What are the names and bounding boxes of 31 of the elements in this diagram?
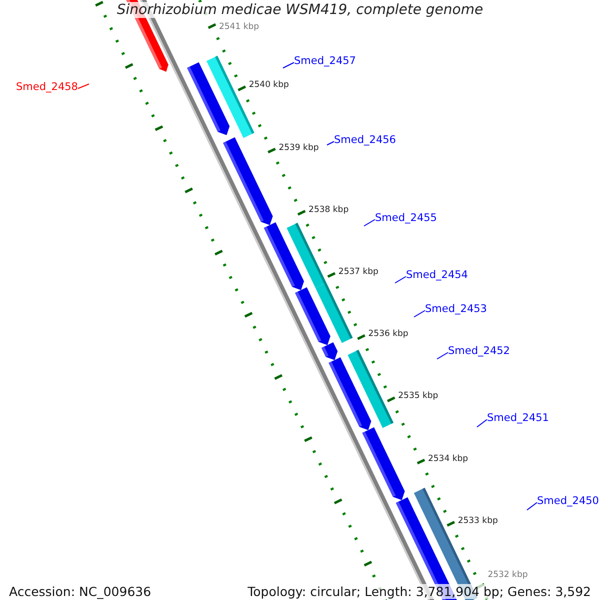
leader-line bbox=[526, 502, 538, 510]
scale-label: 2533 kbp bbox=[458, 516, 498, 526]
gene-label: Smed_2451 bbox=[487, 412, 549, 425]
leader-line bbox=[436, 352, 448, 360]
leader-line bbox=[476, 419, 488, 428]
gene-label: Smed_2457 bbox=[294, 55, 356, 68]
map-title: Sinorhizobium medicae WSM419, complete genome bbox=[114, 2, 486, 18]
gene-label: Smed_2453 bbox=[425, 303, 487, 316]
scale-label: 2532 kbp bbox=[488, 570, 528, 580]
leader-line bbox=[394, 276, 406, 284]
gene-label: Smed_2450 bbox=[537, 495, 599, 508]
scale-label: 2537 kbp bbox=[338, 266, 378, 277]
genome-info-text: Topology: circular; Length: 3,781,904 bp; Genes: 3,592 bbox=[248, 584, 591, 599]
scale-label: 2535 kbp bbox=[398, 391, 438, 402]
genome-info-text: Accession: NC_009636 bbox=[9, 584, 152, 599]
leader-line bbox=[78, 84, 90, 89]
scale-label: 2541 kbp bbox=[218, 22, 260, 32]
gene-label: Smed_2455 bbox=[375, 212, 437, 225]
leader-line bbox=[282, 62, 294, 68]
scale-label: 2534 kbp bbox=[428, 454, 468, 464]
gene-label: Smed_2456 bbox=[334, 134, 396, 147]
gene-label: Smed_2452 bbox=[448, 345, 510, 358]
scale-label: 2538 kbp bbox=[308, 204, 349, 215]
leader-line bbox=[326, 141, 334, 146]
leader-line bbox=[414, 310, 426, 318]
leader-line bbox=[364, 219, 376, 226]
scale-label: 2536 kbp bbox=[368, 329, 408, 340]
gene-label: Smed_2454 bbox=[406, 269, 468, 282]
scale-label: 2540 kbp bbox=[248, 80, 289, 90]
gene-label: Smed_2458 bbox=[16, 81, 78, 94]
scale-label: 2539 kbp bbox=[278, 142, 319, 153]
